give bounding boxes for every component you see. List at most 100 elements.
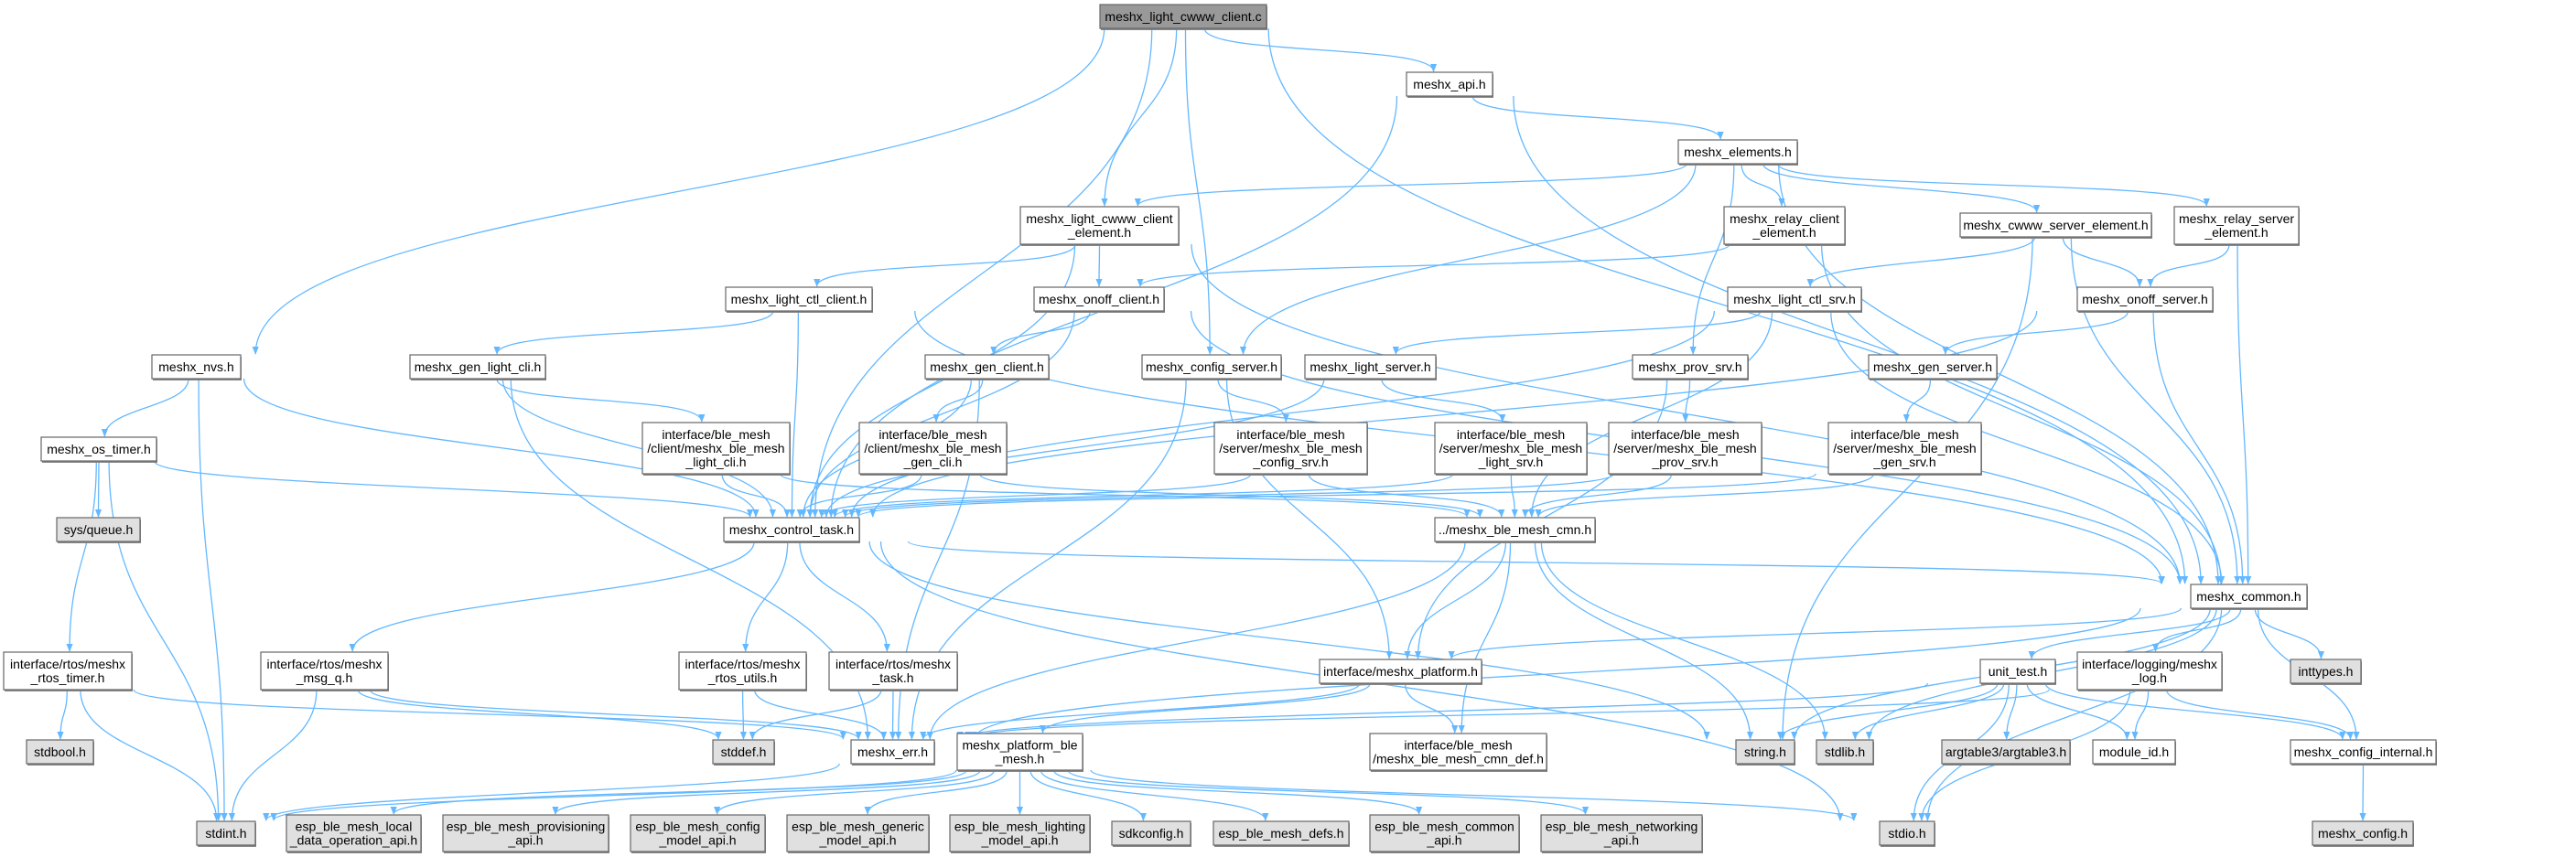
node-box[interactable] [286,814,422,852]
node-meshx_config[interactable]: meshx_config.h [2312,820,2414,847]
node-onoff_client[interactable]: meshx_onoff_client.h [1033,286,1165,313]
node-box[interactable] [26,739,94,765]
node-common_api[interactable]: esp_ble_mesh_common_api.h [1369,814,1520,853]
node-networking[interactable]: esp_ble_mesh_networking_api.h [1540,814,1703,853]
node-box[interactable] [1406,71,1493,97]
node-box[interactable] [1879,820,1935,846]
node-box[interactable] [924,354,1050,380]
node-cwww_srv_el[interactable]: meshx_cwww_server_element.h [1959,212,2152,239]
node-box[interactable] [151,354,242,380]
node-box[interactable] [1369,733,1547,771]
node-stdio[interactable]: stdio.h [1879,820,1935,847]
node-onoff_server[interactable]: meshx_onoff_server.h [2076,286,2214,313]
node-box[interactable] [196,820,256,846]
node-cmn_def[interactable]: interface/ble_mesh/meshx_ble_mesh_cmn_de… [1369,733,1547,772]
node-light_ctl_srv[interactable]: meshx_light_ctl_srv.h [1727,286,1862,313]
node-box[interactable] [828,651,958,691]
node-gen_light_cli[interactable]: meshx_gen_light_cli.h [409,354,546,380]
node-box[interactable] [1727,286,1862,312]
node-module_id[interactable]: module_id.h [2092,739,2176,766]
node-ble_gen_cli[interactable]: interface/ble_mesh/client/meshx_ble_mesh… [858,422,1008,476]
node-sys_queue[interactable]: sys/queue.h [56,517,141,543]
node-os_timer[interactable]: meshx_os_timer.h [40,436,157,463]
node-local_data[interactable]: esp_ble_mesh_local_data_operation_api.h [286,814,422,853]
node-stddef[interactable]: stddef.h [712,739,775,766]
node-config_server[interactable]: meshx_config_server.h [1141,354,1282,380]
node-box[interactable] [1434,517,1596,542]
node-cwww_cli_el[interactable]: meshx_light_cwww_client_element.h [1019,206,1180,246]
node-ble_light_srv[interactable]: interface/ble_mesh/server/meshx_ble_mesh… [1434,422,1588,476]
node-stdlib[interactable]: stdlib.h [1816,739,1874,766]
node-box[interactable] [2312,820,2414,846]
node-inttypes[interactable]: inttypes.h [2290,659,2362,685]
node-stdint[interactable]: stdint.h [196,820,256,847]
node-box[interactable] [678,651,807,691]
node-err[interactable]: meshx_err.h [850,739,935,766]
node-unit_test[interactable]: unit_test.h [1979,659,2056,685]
node-box[interactable] [1319,659,1482,684]
node-gen_server[interactable]: meshx_gen_server.h [1868,354,1998,380]
node-box[interactable] [1608,422,1762,475]
node-box[interactable] [1213,422,1368,475]
node-box[interactable] [2290,739,2437,765]
node-box[interactable] [2290,659,2362,684]
node-api[interactable]: meshx_api.h [1406,71,1493,98]
node-box[interactable] [40,436,157,462]
node-box[interactable] [56,517,141,542]
node-box[interactable] [956,733,1083,771]
node-box[interactable] [1540,814,1703,852]
node-ble_mesh_cmn[interactable]: ../meshx_ble_mesh_cmn.h [1434,517,1596,543]
node-argtable[interactable]: argtable3/argtable3.h [1941,739,2071,766]
node-light_server[interactable]: meshx_light_server.h [1304,354,1437,380]
node-box[interactable] [1141,354,1282,380]
node-box[interactable] [1677,139,1798,165]
node-box[interactable] [949,814,1091,852]
node-gen_client[interactable]: meshx_gen_client.h [924,354,1050,380]
node-rtos_utils[interactable]: interface/rtos/meshx_rtos_utils.h [678,651,807,691]
node-box[interactable] [442,814,609,852]
node-box[interactable] [850,739,935,765]
node-sdkconfig[interactable]: sdkconfig.h [1111,820,1191,847]
node-box[interactable] [2076,651,2223,691]
node-platform_ble[interactable]: meshx_platform_ble_mesh.h [956,733,1083,772]
node-box[interactable] [1723,206,1846,245]
node-box[interactable] [1735,739,1795,765]
node-lighting_model[interactable]: esp_ble_mesh_lighting_model_api.h [949,814,1091,853]
node-box[interactable] [641,422,791,475]
node-box[interactable] [1213,820,1350,846]
node-rtos_task[interactable]: interface/rtos/meshx_task.h [828,651,958,691]
node-box[interactable] [1827,422,1982,475]
node-box[interactable] [1632,354,1749,380]
node-box[interactable] [1111,820,1191,846]
node-box[interactable] [2076,286,2214,312]
node-ble_light_cli[interactable]: interface/ble_mesh/client/meshx_ble_mesh… [641,422,791,476]
node-box[interactable] [1304,354,1437,380]
node-config_model[interactable]: esp_ble_mesh_config_model_api.h [630,814,766,853]
node-ble_gen_srv[interactable]: interface/ble_mesh/server/meshx_ble_mesh… [1827,422,1982,476]
node-box[interactable] [858,422,1008,475]
node-box[interactable] [1019,206,1180,245]
node-elements[interactable]: meshx_elements.h [1677,139,1798,166]
node-common[interactable]: meshx_common.h [2190,584,2308,610]
node-relay_cli_el[interactable]: meshx_relay_client_element.h [1723,206,1846,246]
node-log[interactable]: interface/logging/meshx_log.h [2076,651,2223,691]
node-generic_model[interactable]: esp_ble_mesh_generic_model_api.h [786,814,930,853]
node-box[interactable] [1959,212,2152,238]
node-box[interactable] [1941,739,2071,765]
node-box[interactable] [3,651,133,691]
node-box[interactable] [2092,739,2176,765]
node-box[interactable] [725,286,873,312]
node-box[interactable] [1434,422,1588,475]
node-control_task[interactable]: meshx_control_task.h [723,517,860,543]
node-box[interactable] [786,814,930,852]
node-box[interactable] [1369,814,1520,852]
node-ble_prov_srv[interactable]: interface/ble_mesh/server/meshx_ble_mesh… [1608,422,1762,476]
node-stdbool[interactable]: stdbool.h [26,739,94,766]
node-defs[interactable]: esp_ble_mesh_defs.h [1213,820,1350,847]
node-box[interactable] [1099,4,1267,29]
node-string[interactable]: string.h [1735,739,1795,766]
node-platform[interactable]: interface/meshx_platform.h [1319,659,1482,685]
node-box[interactable] [712,739,775,765]
node-light_ctl_client[interactable]: meshx_light_ctl_client.h [725,286,873,313]
node-box[interactable] [1816,739,1874,765]
